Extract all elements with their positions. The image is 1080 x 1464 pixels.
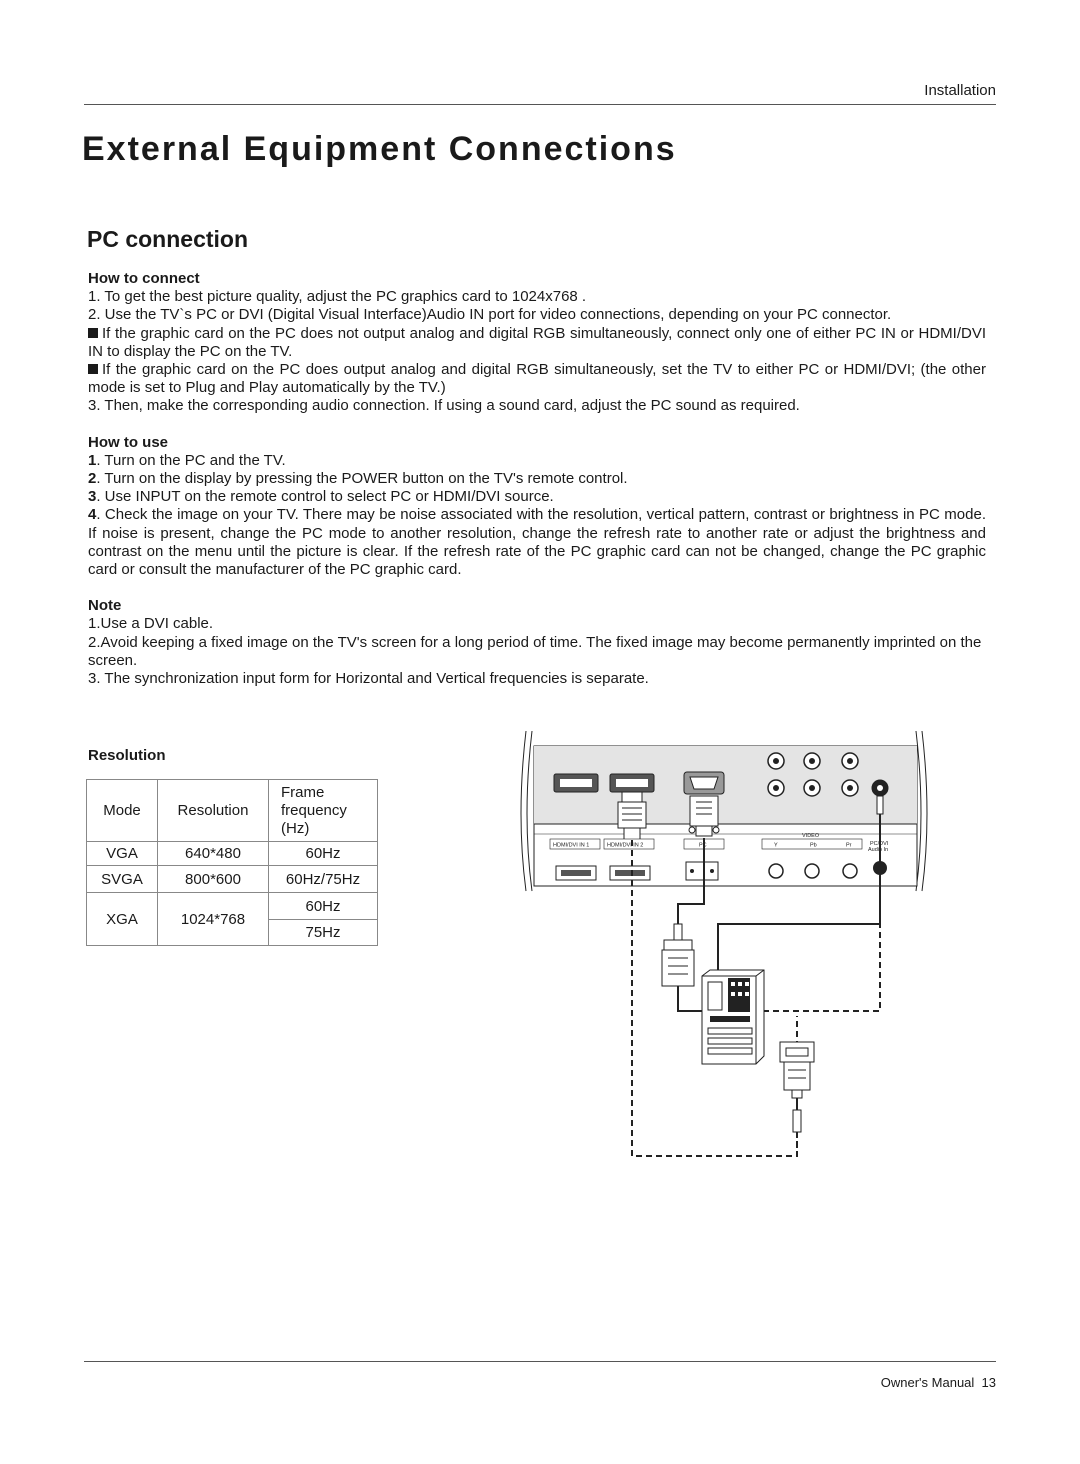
audio-plug-icon — [876, 795, 884, 822]
hdmi-port-1-icon — [553, 773, 599, 793]
dvi-cable-plug-icon — [779, 1041, 815, 1156]
note-3: 3. The synchronization input form for Ho… — [88, 670, 649, 688]
svg-text:Pr: Pr — [846, 843, 852, 849]
svg-text:PC: PC — [699, 843, 707, 849]
how-to-connect-heading: How to connect — [88, 270, 200, 287]
rca-jacks-icon — [767, 752, 889, 797]
use-step-4: 4. Check the image on your TV. There may… — [88, 506, 986, 579]
header-mode: Mode — [86, 779, 158, 842]
header-resolution: Resolution — [157, 779, 269, 842]
note-heading: Note — [88, 597, 122, 615]
section-label: Installation — [924, 82, 996, 99]
how-to-use-heading: How to use — [88, 433, 169, 451]
svg-text:VIDEO: VIDEO — [802, 833, 820, 839]
table-row: VGA 640*480 60Hz — [86, 841, 378, 866]
hdmi-port-2-icon — [609, 773, 655, 793]
instructions: How to connect 1. To get the best pictur… — [88, 270, 986, 688]
use-step-1: 1. Turn on the PC and the TV. — [88, 451, 286, 469]
header-rule — [84, 104, 996, 105]
svg-text:Pb: Pb — [810, 843, 817, 849]
note-1: 1.Use a DVI cable. — [88, 615, 214, 633]
bullet-square-icon — [88, 364, 98, 375]
bullet-square-icon — [88, 327, 98, 338]
connect-step-3: 3. Then, make the corresponding audio co… — [88, 397, 800, 415]
use-step-2: 2. Turn on the display by pressing the P… — [88, 470, 628, 488]
pc-tower-icon — [701, 969, 765, 1065]
page-number: 13 — [981, 1375, 996, 1390]
resolution-heading: Resolution — [88, 747, 166, 764]
connect-step-1: 1. To get the best picture quality, adju… — [88, 288, 587, 306]
lower-ports-icon — [555, 861, 887, 881]
page-title: External Equipment Connections — [82, 130, 677, 168]
note-2: 2.Avoid keeping a fixed image on the TV'… — [88, 633, 982, 669]
svg-text:HDMI/DVI IN 2: HDMI/DVI IN 2 — [607, 843, 643, 849]
header-frame-frequency: Frame frequency (Hz) — [268, 779, 378, 842]
svg-text:Y: Y — [774, 843, 778, 849]
manual-name: Owner's Manual — [880, 1375, 975, 1390]
pc-connection-diagram: HDMI/DVI IN 1 HDMI/DVI IN 2 PC VIDEO Y P… — [520, 730, 928, 1157]
vga-cable-plug-icon — [661, 923, 695, 987]
table-row: SVGA 800*600 60Hz/75Hz — [86, 865, 378, 893]
hdmi-plug-icon — [617, 791, 647, 841]
table-row: 75Hz — [87, 919, 378, 946]
use-step-3: 3. Use INPUT on the remote control to se… — [88, 488, 554, 506]
connect-step-2: 2. Use the TV`s PC or DVI (Digital Visua… — [88, 306, 892, 324]
page-footer: Owner's Manual 13 — [881, 1375, 996, 1390]
section-subtitle: PC connection — [87, 226, 249, 252]
table-row: XGA 1024*768 60Hz — [86, 892, 378, 946]
svg-text:Audio In: Audio In — [868, 847, 888, 853]
svg-text:HDMI/DVI IN 1: HDMI/DVI IN 1 — [553, 843, 589, 849]
connect-bullet-1: If the graphic card on the PC does not o… — [88, 324, 986, 360]
table-header-row: Mode Resolution Frame frequency (Hz) — [86, 779, 378, 842]
vga-port-icon — [683, 771, 725, 795]
resolution-table: Mode Resolution Frame frequency (Hz) VGA… — [86, 779, 378, 946]
footer-rule — [84, 1361, 996, 1362]
vga-plug-icon — [688, 795, 720, 837]
connect-bullet-2: If the graphic card on the PC does outpu… — [88, 361, 986, 397]
